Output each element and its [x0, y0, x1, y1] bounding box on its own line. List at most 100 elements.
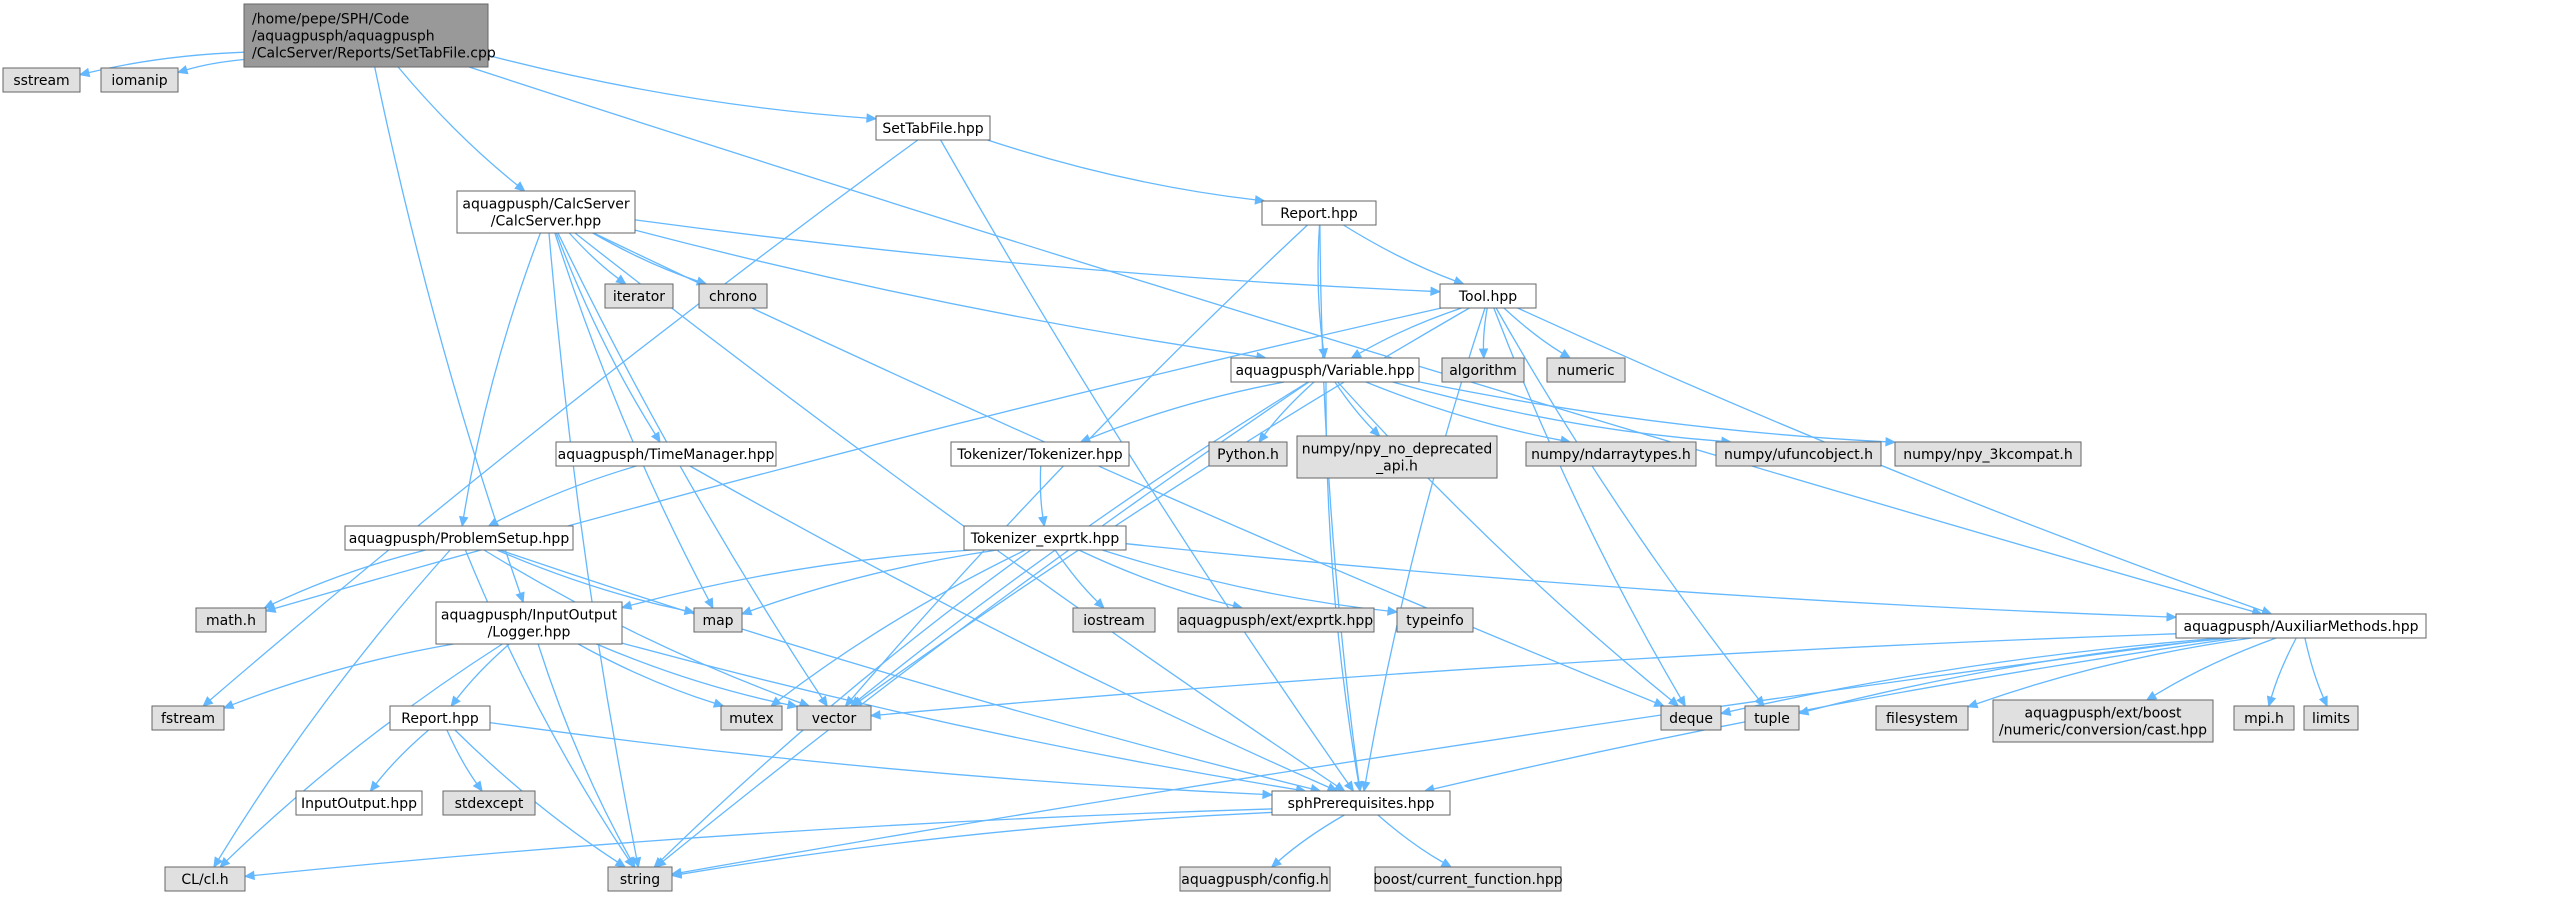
node-inputoutput-hpp[interactable]: InputOutput.hpp	[295, 790, 423, 816]
edge-arrowhead	[1668, 696, 1680, 707]
edge-line	[456, 643, 510, 700]
edge-report_hpp_a-to-tool_hpp	[1343, 224, 1465, 286]
edge-problemsetup_hpp-to-cl_h	[213, 549, 451, 869]
node-stdexcept[interactable]: stdexcept	[442, 790, 536, 816]
node-box	[1230, 357, 1420, 383]
node-exprtk[interactable]: aquagpusph/ext/exprtk.hpp	[1177, 607, 1375, 633]
node-box	[1744, 705, 1800, 731]
edge-root-to-logger_hpp	[374, 66, 525, 604]
node-npy-3kcompat[interactable]: numpy/npy_3kcompat.h	[1894, 441, 2082, 467]
node-box	[2303, 705, 2359, 731]
node-variable-hpp[interactable]: aquagpusph/Variable.hpp	[1230, 357, 1420, 383]
node-box	[295, 790, 423, 816]
node-npy-no-dep[interactable]: numpy/npy_no_deprecated_api.h	[1296, 435, 1498, 479]
node-calcserver-hpp[interactable]: aquagpusph/CalcServer/CalcServer.hpp	[456, 190, 636, 234]
node-tuple[interactable]: tuple	[1744, 705, 1800, 731]
node-label: typeinfo	[1406, 613, 1464, 629]
edge-arrowhead	[487, 517, 500, 527]
edge-line	[680, 637, 2223, 874]
node-report-hpp-a[interactable]: Report.hpp	[1261, 200, 1377, 226]
edge-arrowhead	[450, 695, 461, 707]
edge-tokenizer_exprtk-to-exprtk	[1078, 549, 1244, 611]
node-label: /CalcServer/Reports/SetTabFile.cpp	[252, 46, 496, 62]
node-label: algorithm	[1449, 363, 1517, 379]
node-mpi-h[interactable]: mpi.h	[2233, 705, 2295, 731]
edge-tool_hpp-to-variable_hpp	[1350, 307, 1462, 359]
node-label: Tool.hpp	[1458, 289, 1517, 305]
node-iterator[interactable]: iterator	[604, 283, 674, 309]
node-report-hpp-b[interactable]: Report.hpp	[389, 705, 491, 731]
node-label: /numeric/conversion/cast.hpp	[1999, 723, 2207, 739]
edge-tool_hpp-to-algorithm	[1478, 307, 1489, 360]
node-label: math.h	[206, 613, 256, 629]
edge-logger_hpp-to-cl_h	[219, 643, 503, 868]
edge-logger_hpp-to-report_hpp_b	[450, 643, 510, 707]
node-cl-h[interactable]: CL/cl.h	[164, 866, 246, 892]
node-fstream[interactable]: fstream	[151, 705, 225, 731]
node-filesystem[interactable]: filesystem	[1875, 705, 1969, 731]
node-timemanager-hpp[interactable]: aquagpusph/TimeManager.hpp	[555, 441, 777, 467]
node-current-function[interactable]: boost/current_function.hpp	[1373, 866, 1563, 892]
edge-variable_hpp-to-deque	[1337, 381, 1680, 707]
node-ufuncobject[interactable]: numpy/ufuncobject.h	[1715, 441, 1882, 467]
node-logger-hpp[interactable]: aquagpusph/InputOutput/Logger.hpp	[435, 601, 623, 645]
edge-arrowhead	[1258, 431, 1269, 443]
node-auxiliar-hpp[interactable]: aquagpusph/AuxiliarMethods.hpp	[2175, 613, 2427, 639]
edge-line	[1976, 637, 2252, 705]
edge-arrowhead	[219, 856, 231, 868]
node-label: mpi.h	[2244, 711, 2284, 727]
node-box	[1894, 441, 2082, 467]
node-ndarraytypes[interactable]: numpy/ndarraytypes.h	[1525, 441, 1697, 467]
node-python-h[interactable]: Python.h	[1208, 441, 1288, 467]
edge-arrowhead	[222, 700, 235, 709]
node-config-h[interactable]: aquagpusph/config.h	[1179, 866, 1331, 892]
edge-arrowhead	[1440, 858, 1453, 868]
node-string[interactable]: string	[607, 866, 673, 892]
edge-arrowhead	[740, 606, 753, 616]
edge-calcserver_hpp-to-map	[554, 232, 714, 610]
edge-arrowhead	[620, 600, 633, 610]
node-box	[2233, 705, 2295, 731]
node-limits[interactable]: limits	[2303, 705, 2359, 731]
edge-line	[568, 232, 619, 280]
node-settabfile-hpp[interactable]: SetTabFile.hpp	[875, 115, 991, 141]
node-algorithm[interactable]: algorithm	[1441, 357, 1525, 383]
node-label: CL/cl.h	[181, 872, 228, 888]
node-box	[435, 601, 623, 645]
edge-arrowhead	[1430, 286, 1442, 297]
node-mutex[interactable]: mutex	[720, 705, 783, 731]
node-sphprereq-hpp[interactable]: sphPrerequisites.hpp	[1271, 790, 1451, 816]
node-numeric[interactable]: numeric	[1546, 357, 1626, 383]
edge-logger_hpp-to-mutex	[577, 643, 725, 708]
node-label: _api.h	[1375, 459, 1418, 475]
node-math-h[interactable]: math.h	[195, 607, 267, 633]
node-box	[604, 283, 674, 309]
node-vector[interactable]: vector	[796, 705, 872, 731]
edge-line	[554, 232, 710, 601]
edge-line	[272, 549, 426, 605]
node-box	[2175, 613, 2427, 639]
node-label: sphPrerequisites.hpp	[1288, 796, 1435, 812]
node-box	[1439, 283, 1537, 309]
node-boost-cast[interactable]: aquagpusph/ext/boost/numeric/conversion/…	[1992, 699, 2214, 743]
edge-line	[1343, 224, 1456, 282]
edge-arrowhead	[1350, 349, 1363, 359]
node-chrono[interactable]: chrono	[698, 283, 768, 309]
node-tokenizer-exprtk[interactable]: Tokenizer_exprtk.hpp	[963, 525, 1127, 551]
node-iostream[interactable]: iostream	[1072, 607, 1156, 633]
nodes-layer: /home/pepe/SPH/Code/aquagpusph/aquagpusp…	[2, 3, 2427, 892]
node-tokenizer-hpp[interactable]: Tokenizer/Tokenizer.hpp	[950, 441, 1130, 467]
node-sstream[interactable]: sstream	[2, 67, 81, 93]
node-map[interactable]: map	[693, 607, 743, 633]
edge-root-to-auxiliar_hpp	[468, 66, 2263, 617]
node-iomanip[interactable]: iomanip	[100, 67, 179, 93]
node-box	[698, 283, 768, 309]
node-deque[interactable]: deque	[1660, 705, 1722, 731]
edge-line	[2270, 637, 2297, 698]
edge-tool_hpp-to-numeric	[1503, 307, 1572, 359]
node-problemsetup-hpp[interactable]: aquagpusph/ProblemSetup.hpp	[344, 525, 574, 551]
edge-line	[374, 66, 521, 594]
node-tool-hpp[interactable]: Tool.hpp	[1439, 283, 1537, 309]
node-box	[1208, 441, 1288, 467]
node-typeinfo[interactable]: typeinfo	[1396, 607, 1474, 633]
